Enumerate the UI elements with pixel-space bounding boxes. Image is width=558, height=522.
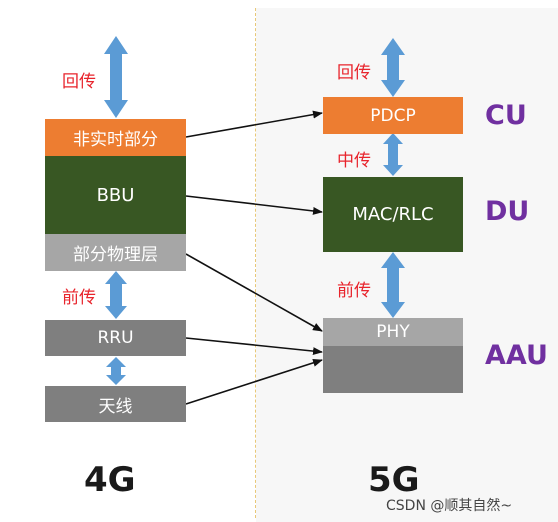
- bbu-block: BBU: [45, 156, 186, 234]
- generation-divider: [255, 8, 256, 518]
- du-label: DU: [485, 196, 530, 227]
- left-fronthaul-label: 前传: [62, 288, 96, 308]
- right-fronthaul-label: 前传: [337, 281, 371, 301]
- right-midhaul-arrow-icon: [383, 133, 403, 176]
- nonrealtime-block: 非实时部分: [45, 119, 186, 156]
- right-fronthaul-arrow-icon: [381, 252, 405, 318]
- antenna-block: 天线: [45, 386, 186, 422]
- aau-label: AAU: [485, 340, 548, 371]
- cu-label: CU: [485, 100, 527, 131]
- map-arrow-nonrealtime-to-pdcp: [185, 110, 323, 138]
- left-backhaul-arrow-icon: [104, 36, 128, 118]
- left-backhaul-label: 回传: [62, 72, 96, 92]
- map-arrow-antenna-to-aau: [185, 358, 323, 405]
- pdcp-block: PDCP: [323, 97, 463, 134]
- phy-block: PHY: [323, 318, 463, 346]
- rru-block: RRU: [45, 320, 186, 356]
- aau-block: [323, 346, 463, 393]
- mac-rlc-block: MAC/RLC: [323, 177, 463, 252]
- 4g-heading: 4G: [84, 460, 136, 500]
- map-arrow-bbu-to-mac-rlc: [185, 195, 323, 215]
- left-fronthaul-arrow-icon: [105, 271, 127, 319]
- map-arrow-rru-to-aau: [185, 337, 323, 356]
- watermark: CSDN @顺其自然~: [386, 498, 513, 514]
- 5g-panel: [256, 8, 558, 522]
- right-backhaul-label: 回传: [337, 63, 371, 83]
- right-backhaul-arrow-icon: [381, 38, 405, 97]
- midhaul-label: 中传: [337, 151, 371, 171]
- left-rru-antenna-arrow-icon: [106, 357, 126, 385]
- partial-phy-block: 部分物理层: [45, 234, 186, 271]
- map-arrow-partial-phy-to-phy: [185, 253, 323, 332]
- 5g-heading: 5G: [368, 460, 420, 500]
